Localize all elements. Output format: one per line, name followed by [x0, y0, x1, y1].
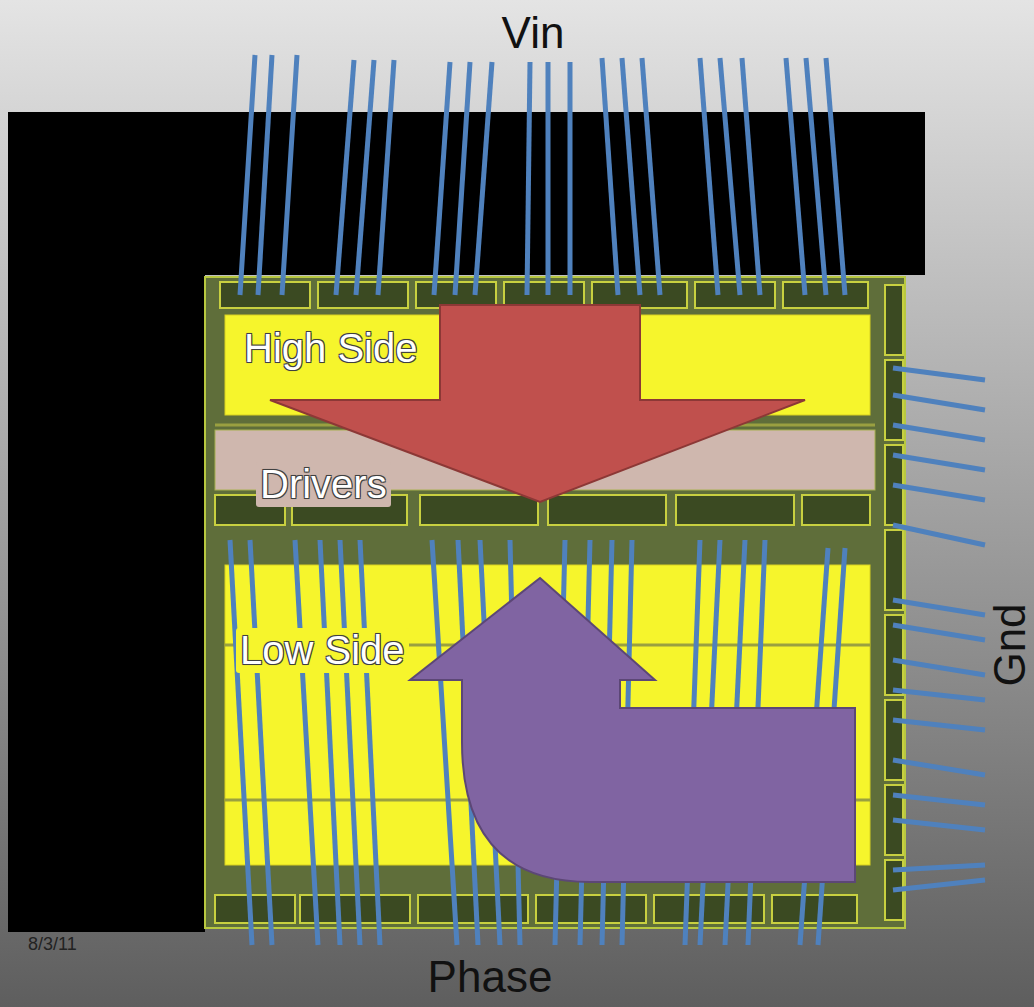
- terminal-label: Gnd: [985, 603, 1034, 686]
- driver-region: Drivers: [256, 462, 391, 507]
- region-label: High Side: [240, 326, 421, 371]
- low-side-region: Low Side: [236, 628, 409, 673]
- mask-block: [8, 112, 205, 932]
- low-side-current-arrow: [410, 578, 855, 882]
- terminal-label: Vin: [502, 8, 565, 58]
- high-side-region: High Side: [240, 326, 422, 371]
- bond-pads: [215, 282, 903, 923]
- terminal-label: Phase: [428, 952, 553, 1002]
- region-label: Low Side: [236, 628, 409, 673]
- date-label: 8/3/11: [28, 934, 77, 955]
- region-label: Drivers: [256, 462, 391, 507]
- bond-wire: [230, 55, 985, 945]
